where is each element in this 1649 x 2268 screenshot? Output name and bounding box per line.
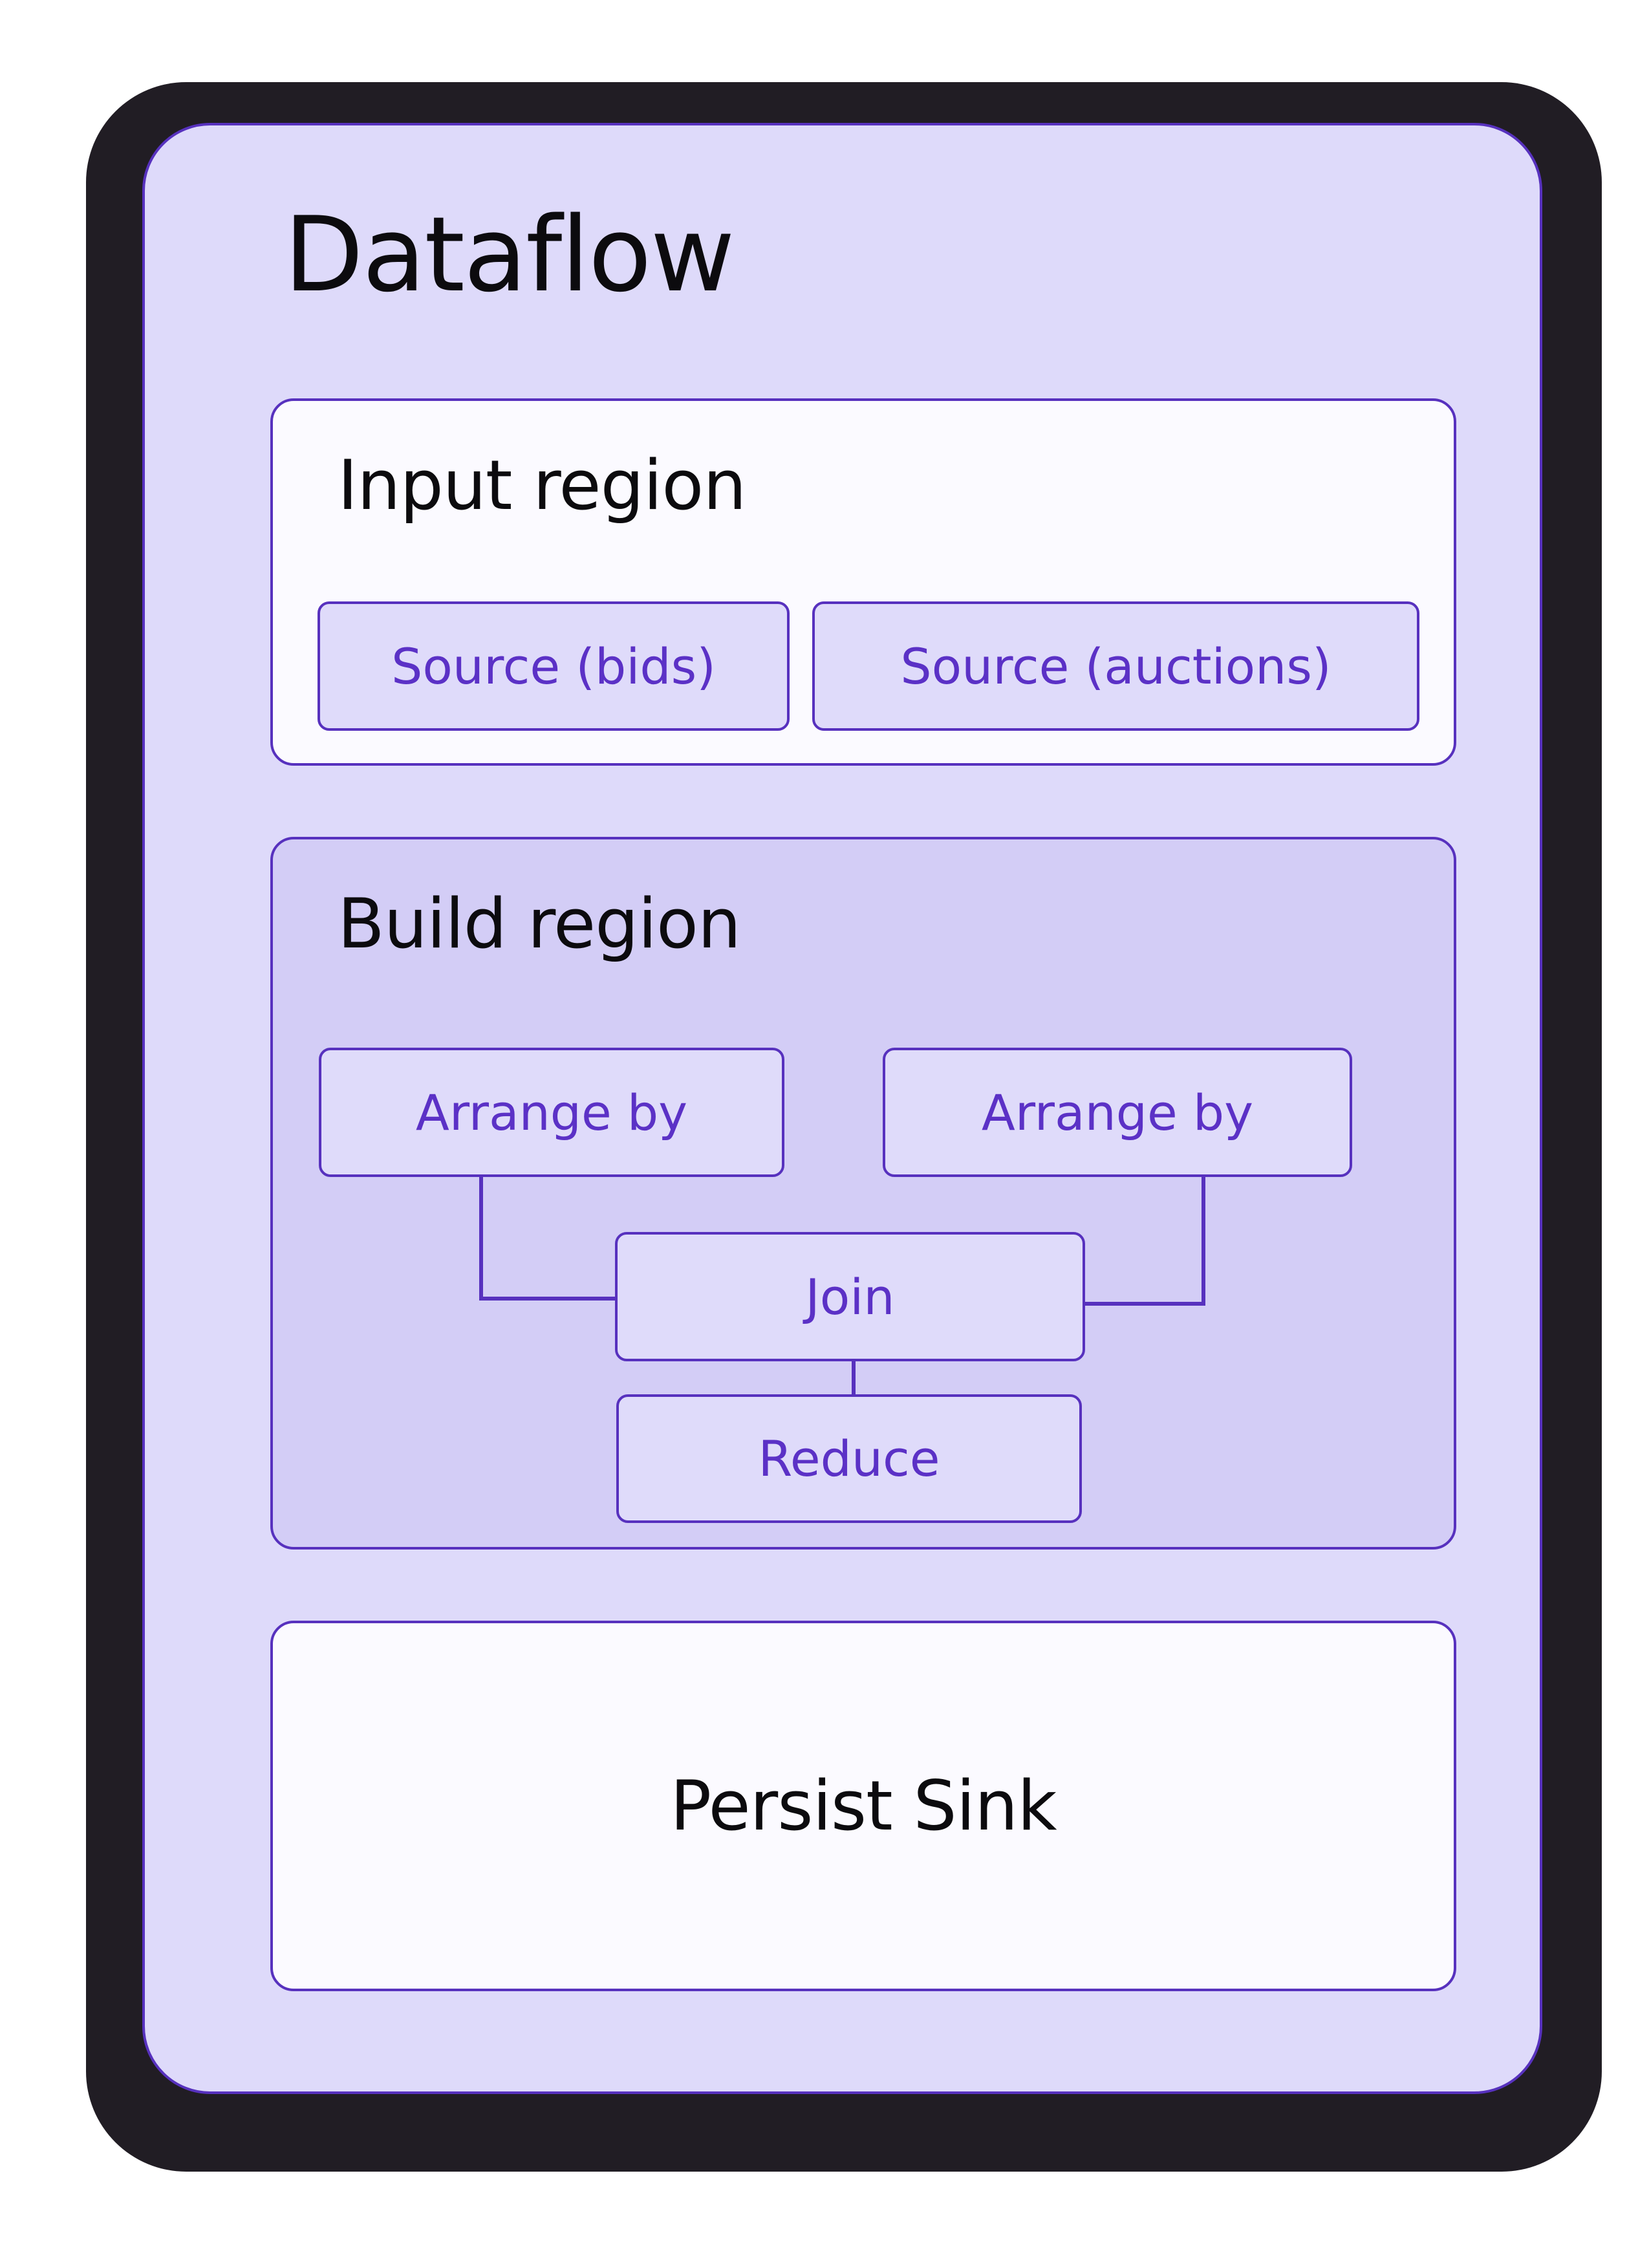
input-region: Input region Source (bids) Source (aucti…: [270, 398, 1456, 766]
build-region: Build region Arrange by Arrange by Join …: [270, 837, 1456, 1550]
persist-sink-label: Persist Sink: [670, 1766, 1057, 1846]
build-region-label: Build region: [338, 884, 741, 964]
dataflow-panel: Dataflow Input region Source (bids) Sour…: [142, 123, 1542, 2094]
diagram-title: Dataflow: [284, 194, 735, 315]
node-arrange-by-left: Arrange by: [319, 1048, 784, 1177]
connector-join-reduce: [852, 1360, 856, 1396]
node-source-bids: Source (bids): [318, 601, 790, 731]
connector-arrange-left-horizontal: [479, 1297, 618, 1301]
node-source-auctions: Source (auctions): [812, 601, 1419, 731]
connector-arrange-right-horizontal: [1083, 1302, 1205, 1306]
persist-sink-region: Persist Sink: [270, 1621, 1456, 1991]
input-region-label: Input region: [338, 446, 746, 525]
node-join: Join: [615, 1232, 1085, 1361]
connector-arrange-right-vertical: [1202, 1177, 1205, 1306]
node-reduce: Reduce: [616, 1394, 1082, 1523]
node-arrange-by-right: Arrange by: [883, 1048, 1352, 1177]
connector-arrange-left-vertical: [479, 1177, 483, 1301]
